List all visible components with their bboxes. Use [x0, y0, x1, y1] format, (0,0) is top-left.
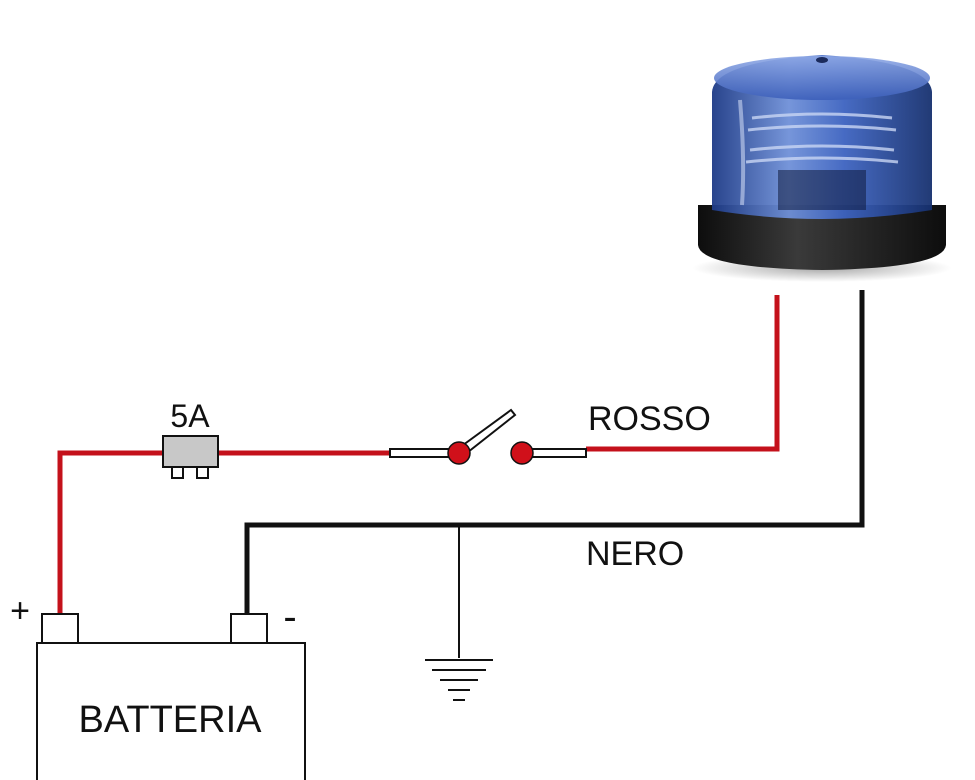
- black-wire-label: NERO: [586, 535, 684, 573]
- fuse-icon: [162, 435, 219, 479]
- red-wire-battery-to-fuse: [57, 450, 163, 614]
- positive-terminal-label: +: [10, 592, 30, 630]
- red-wire: [57, 295, 780, 614]
- battery-label: BATTERIA: [79, 699, 263, 741]
- red-wire-switch-to-beacon: [586, 295, 780, 452]
- beacon-core: [778, 170, 866, 210]
- battery-icon: [36, 613, 306, 780]
- black-wire-battery-to-beacon: [244, 290, 865, 614]
- beacon-icon: [692, 55, 952, 282]
- beacon-inner-plates: [745, 112, 899, 164]
- ground-icon: [425, 659, 493, 701]
- beacon-base: [698, 205, 946, 270]
- beacon-highlight: [738, 99, 746, 206]
- beacon-dome-top: [714, 56, 930, 100]
- red-wire-label: ROSSO: [588, 400, 711, 438]
- switch-icon: [389, 408, 587, 465]
- beacon-top-cap: [816, 57, 828, 63]
- negative-terminal-label: -: [283, 595, 296, 639]
- black-wire: [244, 290, 865, 658]
- fuse-rating-label: 5A: [170, 398, 210, 434]
